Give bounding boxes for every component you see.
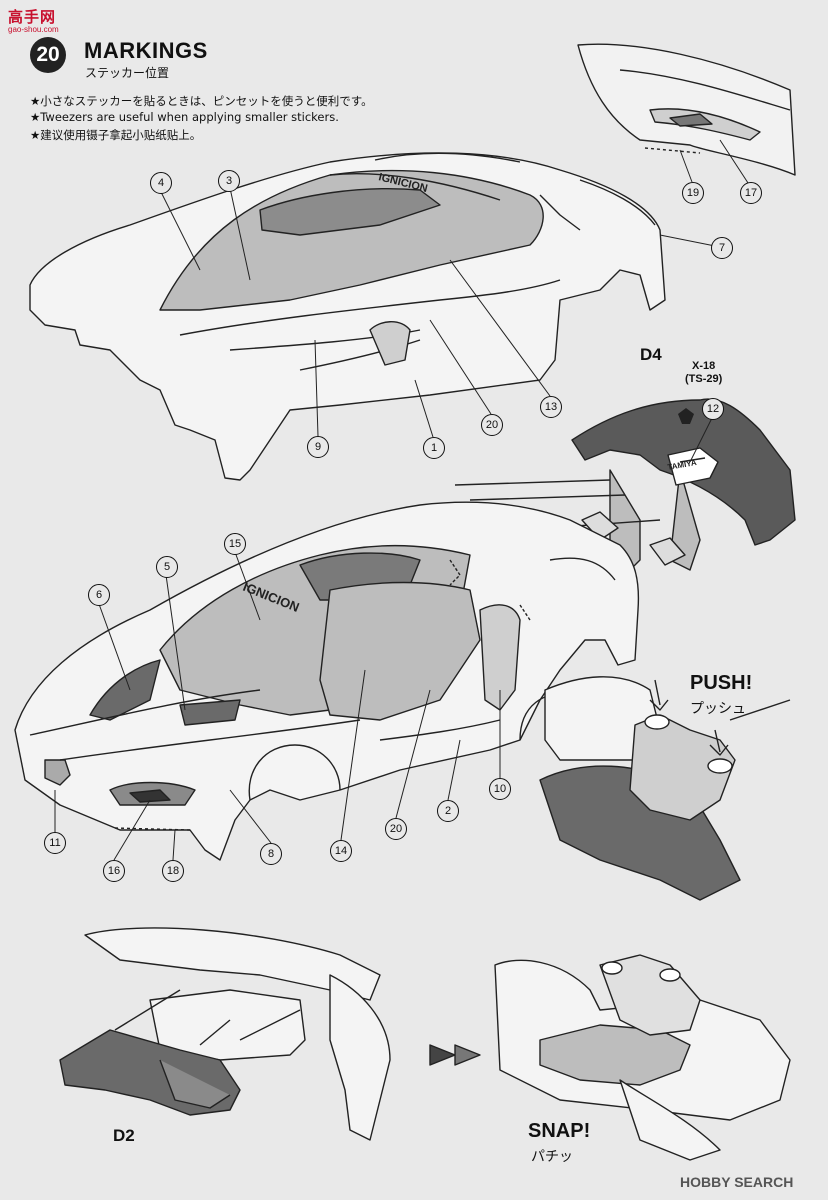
part-label-d2: D2: [113, 1126, 135, 1145]
paint-code-label: X-18 (TS-29): [685, 360, 722, 386]
rear-wing-d4: [571, 398, 796, 571]
callout-3: 3: [218, 170, 240, 192]
headlight-inset: [577, 43, 796, 176]
callout-9: 9: [307, 436, 329, 458]
callout-12: 12: [702, 398, 724, 420]
callout-1: 1: [423, 437, 445, 459]
site-url: gao-shou.com: [8, 25, 59, 34]
callout-19: 19: [682, 182, 704, 204]
step-number-badge: 20: [30, 37, 66, 73]
paint-code-alt: (TS-29): [685, 373, 723, 385]
callout-5: 5: [156, 556, 178, 578]
callout-20b: 20: [385, 818, 407, 840]
callout-7: 7: [711, 237, 733, 259]
page-subtitle: ステッカー位置: [85, 66, 170, 80]
site-name: 高手网: [8, 8, 57, 26]
callout-6: 6: [88, 584, 110, 606]
callout-17: 17: [740, 182, 762, 204]
paint-drop-icon: [678, 408, 694, 424]
page-title: MARKINGS: [84, 38, 208, 63]
callout-13: 13: [540, 396, 562, 418]
push-detail: [539, 676, 791, 901]
callout-18: 18: [162, 860, 184, 882]
d2-assembly: [59, 927, 481, 1141]
note-japanese: ★小さなステッカーを貼るときは、ピンセットを使うと便利です。: [30, 94, 373, 108]
car-body-top-view: [29, 152, 666, 481]
car-body-main-view: [14, 501, 640, 861]
part-label-d4: D4: [640, 345, 662, 364]
callout-10: 10: [489, 778, 511, 800]
callout-20a: 20: [481, 414, 503, 436]
callout-11: 11: [44, 832, 66, 854]
callout-8: 8: [260, 843, 282, 865]
paint-code: X-18: [692, 360, 716, 372]
snap-label-jp: パチッ: [531, 1149, 573, 1165]
push-label: PUSH!: [690, 672, 753, 694]
snap-detail: [494, 954, 791, 1161]
note-chinese: ★建议使用镊子拿起小贴纸贴上。: [30, 128, 202, 142]
callout-16: 16: [103, 860, 125, 882]
site-logo: 高手网 gao-shou.com: [8, 6, 78, 34]
callout-4: 4: [150, 172, 172, 194]
snap-label: SNAP!: [528, 1120, 591, 1142]
watermark: HOBBY SEARCH: [680, 1174, 794, 1190]
callout-2: 2: [437, 800, 459, 822]
note-english: ★Tweezers are useful when applying small…: [30, 110, 339, 124]
push-label-jp: プッシュ: [690, 701, 746, 717]
callout-14: 14: [330, 840, 352, 862]
callout-15: 15: [224, 533, 246, 555]
